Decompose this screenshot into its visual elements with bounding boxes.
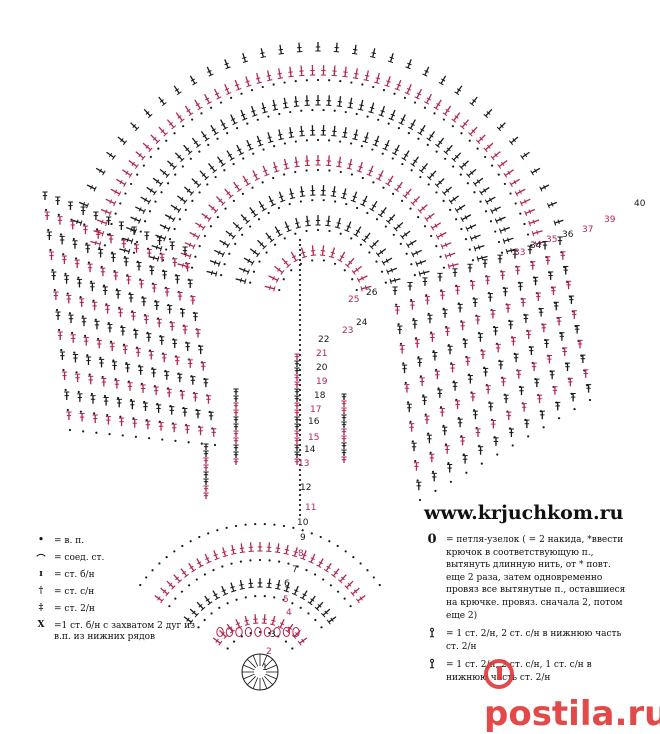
cross-stitch-icon: X: [30, 620, 52, 630]
row-number: 22: [318, 335, 329, 345]
row-number: 5: [283, 595, 289, 605]
row-number: 15: [308, 433, 319, 443]
legend-item-slip: ⌒= соед. ст.: [30, 552, 220, 569]
row-number: 23: [342, 326, 353, 336]
treble-crochet-icon: ‡: [30, 603, 52, 613]
row-number: 34: [530, 241, 542, 251]
row-number: 8: [298, 549, 304, 559]
row-number: 9: [300, 533, 306, 543]
row-number: 14: [304, 445, 316, 455]
legend-text: = в. п.: [54, 536, 84, 546]
legend-item-chain: •= в. п.: [30, 535, 220, 552]
chain-stitch-icon: •: [30, 535, 52, 545]
row-number: 36: [562, 230, 574, 240]
row-number: 12: [300, 483, 311, 493]
row-number: 17: [310, 405, 321, 415]
row-number: 4: [286, 608, 292, 618]
legend-text: = ст. 2/н: [54, 604, 95, 614]
legend-item-sc: ɪ= ст. б/н: [30, 569, 220, 586]
legend-text: = ст. б/н: [54, 570, 95, 580]
legend-item-dc: †= ст. с/н: [30, 586, 220, 603]
row-number: 11: [305, 503, 316, 513]
row-number: 37: [582, 225, 593, 235]
website-label: www.krjuchkom.ru: [424, 502, 623, 524]
watermark-text: postila.ru: [484, 694, 660, 734]
row-number: 25: [348, 295, 359, 305]
row-number: 24: [356, 318, 368, 328]
row-number: 35: [546, 235, 557, 245]
row-number: 3: [270, 630, 276, 640]
row-number: 39: [604, 215, 616, 225]
legend-text: =1 ст. б/н с захватом 2 дуг из в.п. из н…: [54, 621, 204, 643]
legend-item-tr: ‡= ст. 2/н: [30, 603, 220, 620]
row-number: 33: [514, 248, 525, 258]
legend-left: •= в. п. ⌒= соед. ст. ɪ= ст. б/н †= ст. …: [30, 535, 220, 654]
legend-item-cluster-1: ⟟ = 1 ст. 2/н, 2 ст. с/н в нижнюю часть с…: [422, 628, 627, 653]
single-crochet-icon: ɪ: [30, 569, 52, 579]
legend-text: = соед. ст.: [54, 553, 104, 563]
row-number: 16: [308, 417, 320, 427]
legend-text: = петля-узелок ( = 2 накида, *ввести крю…: [446, 534, 627, 622]
row-number: 18: [314, 391, 326, 401]
row-number: 6: [284, 579, 290, 589]
knot-stitch-icon: 0: [422, 534, 442, 547]
row-number: 7: [292, 565, 298, 575]
row-number: 1: [262, 663, 268, 673]
legend-item-knot: 0 = петля-узелок ( = 2 накида, *ввести кр…: [422, 534, 627, 622]
slip-stitch-icon: ⌒: [30, 552, 52, 565]
row-number: 26: [366, 288, 378, 298]
row-number: 2: [266, 647, 272, 657]
row-number: 13: [298, 459, 309, 469]
legend-text: = 1 ст. 2/н, 2 ст. с/н в нижнюю часть ст…: [446, 628, 627, 653]
row-number: 21: [316, 349, 327, 359]
cluster-stitch-icon: ⟟: [422, 628, 442, 641]
row-number: 19: [316, 377, 328, 387]
legend-item-x: X=1 ст. б/н с захватом 2 дуг из в.п. из …: [30, 620, 220, 654]
row-number: 40: [634, 199, 646, 209]
double-crochet-icon: †: [30, 586, 52, 596]
row-number: 10: [297, 518, 309, 528]
watermark: postila.ru: [484, 654, 660, 734]
cluster-stitch-icon: ⟟: [422, 659, 442, 672]
pin-icon: [484, 659, 514, 689]
row-number: 20: [316, 363, 328, 373]
legend-text: = ст. с/н: [54, 587, 94, 597]
